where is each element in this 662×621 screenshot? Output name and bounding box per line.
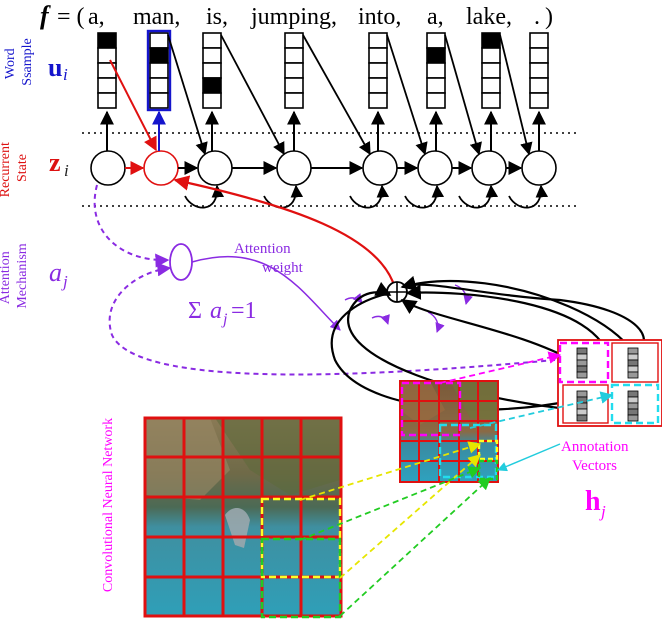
word-to-next-state-arrow (302, 34, 371, 156)
recurrent-state-subscript: i (64, 161, 69, 180)
word-to-next-state-arrow (444, 34, 482, 156)
context-input-arrow (404, 184, 445, 209)
attention-rotated-label: Attention Mechanism (0, 243, 30, 308)
caption-word: a, (427, 4, 444, 30)
sum-constraint: Σ a j =1 (188, 298, 257, 328)
state-node (197, 150, 233, 186)
context-input-arrow (184, 184, 225, 209)
purple-state-to-attention (93, 184, 170, 268)
caption-word: a, (88, 4, 105, 30)
word-sample-rotated-label: Word Ssample (3, 38, 35, 85)
recurrent-state-symbol: z (49, 148, 61, 177)
row-labels: Word Ssample u i Recurrent State z i Att… (0, 38, 69, 308)
caption-sentence: f = ( a, man, is, jumping, into, a, lake… (40, 1, 553, 30)
sum-sigma: Σ (188, 298, 202, 324)
attention-node (169, 243, 193, 281)
state-node (90, 150, 126, 186)
recurrent-arrows (100, 34, 549, 209)
feature-map-image (399, 380, 499, 483)
purple-annotation-to-attention (108, 262, 556, 376)
caption-word: is, (206, 4, 228, 30)
word-vector (426, 32, 446, 109)
word-sample-vectors (97, 29, 549, 112)
word-vector (481, 32, 501, 109)
cnn-input-image (143, 416, 343, 619)
caption-symbol: f (40, 1, 51, 30)
caption-word: lake, (466, 4, 512, 30)
word-vector (368, 32, 388, 109)
state-node (143, 150, 179, 186)
caption-word: into, (358, 4, 401, 30)
purple-weight-hooks (344, 284, 473, 333)
annotation-label: Annotation Vectors (561, 439, 632, 474)
recurrent-states (90, 150, 557, 186)
context-input-arrow (349, 184, 390, 209)
caption-equals: = ( (57, 4, 85, 30)
recurrent-state-rotated-label: Recurrent State (0, 139, 30, 198)
cnn-label: Convolutional Neural Network (101, 418, 116, 592)
caption-close: ) (545, 4, 553, 30)
annotation-symbol: h (585, 486, 601, 517)
cnn-to-feature-arrows (299, 441, 491, 617)
annotation-vectors-box (557, 339, 662, 427)
red-sample-to-state-arrow (109, 59, 157, 152)
state-node (471, 150, 507, 186)
cyan-annotation-label-arrow (497, 443, 561, 472)
state-node (276, 150, 312, 186)
sum-subscript: j (221, 311, 228, 328)
sum-symbol: a (210, 298, 222, 324)
word-to-next-state-arrow (499, 34, 533, 156)
state-node (521, 150, 557, 186)
word-vector (284, 32, 304, 109)
word-to-next-state-arrow (386, 34, 428, 156)
magenta-feature-arrow (439, 351, 562, 384)
caption-word: jumping, (250, 4, 337, 30)
word-vector (146, 29, 172, 112)
word-to-next-state-arrow (220, 34, 285, 156)
red-feedback-arrow (173, 175, 397, 289)
cyan-feature-arrow (469, 391, 614, 429)
attention-subscript: j (61, 272, 68, 291)
word-vector (529, 32, 549, 109)
context-input-arrow (263, 184, 304, 209)
word-sample-symbol: u (48, 53, 62, 82)
state-node (362, 150, 398, 186)
purple-attention-weight-curve (191, 255, 341, 331)
word-sample-subscript: i (63, 65, 68, 84)
caption-word: . (534, 4, 540, 30)
attention-weight-label: Attention weight (234, 241, 304, 276)
word-to-next-state-arrow (167, 34, 208, 156)
annotation-subscript: j (599, 502, 606, 521)
state-node (417, 150, 453, 186)
word-vector (97, 32, 117, 109)
attention-symbol: a (49, 258, 62, 287)
word-vector (202, 32, 222, 109)
context-input-arrow (458, 184, 499, 209)
context-input-arrow (508, 184, 549, 209)
caption-word: man, (133, 4, 180, 30)
sum-rhs: =1 (231, 298, 257, 324)
